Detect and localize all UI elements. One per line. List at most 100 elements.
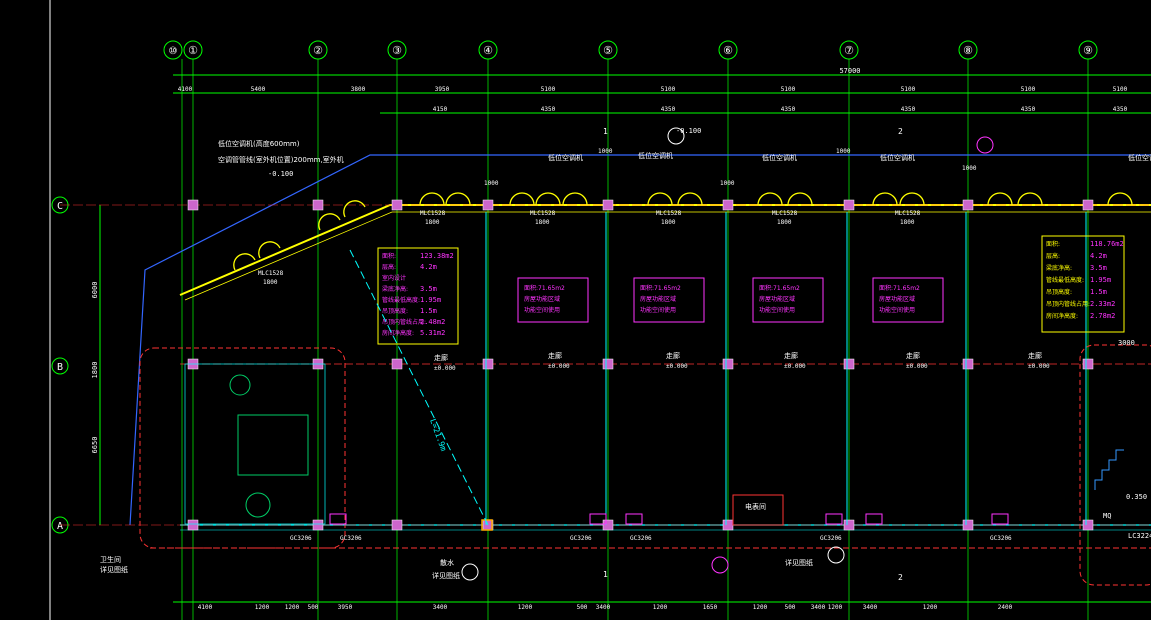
door-swing-3 [535,192,561,206]
door-swing-9 [872,192,898,206]
bottom-dim-10: 1650 [703,604,718,611]
room-info-right: 面积:118.76m2层高:4.2m梁底净高:3.5m管线最低高度:1.95m吊… [1041,235,1125,333]
diag-door-swing-1 [258,241,281,259]
hvac-label-4: 低位空调机 [1128,153,1151,162]
fixture-2 [245,492,271,518]
dim-left-3: 6650 [91,437,99,454]
column-3-0 [482,199,494,211]
window-label-4: MLC1528 [895,210,921,217]
door-label-5: GC3206 [990,535,1012,542]
corridor-label-1: 走廊 [548,351,562,360]
axis-label-4: ④ [483,44,493,57]
elec-room-label: 电表间 [745,502,766,511]
info-right-label-1: 层高: [1046,252,1060,260]
toilet-fixtures [184,363,326,525]
bottom-dim-2: 1200 [285,604,300,611]
axis-label-1: ① [188,44,198,57]
tag-box-1 [633,277,705,323]
dim-left-2: 1800 [91,362,99,379]
column-1-0 [312,199,324,211]
hvac-label-1: 低位空调机 [638,151,673,160]
axis-label-3: ③ [392,44,402,57]
b-level-label: 0.350 [1126,493,1147,501]
column-0-2 [187,519,199,531]
window-h-label-5: 1800 [263,279,278,286]
window-label-1: MLC1528 [530,210,556,217]
column-5-1 [722,358,734,370]
window-h-label-1: 1800 [535,219,550,226]
sub-dim-6: 4350 [1113,106,1128,113]
window-label-5: MLC1528 [258,270,284,277]
column-7-2 [962,519,974,531]
bottom-dim-6: 1200 [518,604,533,611]
hvac-label-0: 低位空调机 [548,153,583,162]
info-right-label-3: 管线最低高度: [1046,276,1084,284]
info-right-value-0: 118.76m2 [1090,240,1124,248]
dim-left-1: 6000 [91,282,99,299]
diagonal-dim-line [349,249,489,526]
bottom-dim-16: 1200 [923,604,938,611]
tag-box-0 [517,277,589,323]
top-dim-4: 5100 [541,86,556,93]
sub-dim-4: 4350 [901,106,916,113]
info-left-value-0: 123.38m2 [420,252,454,260]
detail-label-2: 详见图纸 [785,558,813,567]
info-right-value-4: 1.5m [1090,288,1107,296]
bottom-dim-3: 500 [308,604,319,611]
bottom-dim-17: 2400 [998,604,1013,611]
top-dim-3: 3950 [435,86,450,93]
corridor-label-2: 走廊 [666,351,680,360]
window-label-3: MLC1528 [772,210,798,217]
column-5-2 [722,519,734,531]
info-left-label-3: 梁底净高: [382,285,408,293]
column-7-1 [962,358,974,370]
door-label-3: GC3206 [630,535,652,542]
annotation-labels: 低位空调机(高度600mm) 空调管管线(室外机位置)200mm,室外机 -0.… [100,127,1151,582]
level-label-top: -0.100 [268,170,293,178]
axis-label-8: ⑧ [963,44,973,57]
section-bubble-left [711,556,729,574]
info-right-label-5: 吊顶内管线占用: [1046,300,1090,308]
top-dim-8: 5100 [1021,86,1036,93]
bottom-dim-13: 3400 [811,604,826,611]
tag-1-line-0: 面积:71.65m2 [640,284,681,292]
top-dim-5: 5100 [661,86,676,93]
sub-dim-1: 4350 [541,106,556,113]
cut-label-2: 2 [898,127,903,136]
bottom-dim-5: 3400 [433,604,448,611]
section-bubble-right [827,546,845,564]
door-box-0 [329,513,347,525]
toilet-label: 卫生间 [100,555,121,564]
top-dim-1: 5400 [251,86,266,93]
axis-label-first: ⑩ [169,46,178,57]
room-tags: 面积:71.65m2房屋功能区域功能空间使用面积:71.65m2房屋功能区域功能… [290,277,1012,542]
info-left-label-1: 层高: [382,263,396,271]
hvac-label-2: 低位空调机 [762,153,797,162]
level-label-right: -0.100 [676,127,701,135]
bottom-dim-11: 1200 [753,604,768,611]
lc-label: LC3224 [1128,532,1151,540]
tag-box-3 [872,277,944,323]
door-box-2 [625,513,643,525]
axis-bubble-first [163,40,183,60]
column-2-0 [391,199,403,211]
section-bubble-cut [667,127,685,145]
column-5-0 [722,199,734,211]
column-highlight [481,519,493,531]
column-3-1 [482,358,494,370]
window-h-label-0: 1800 [425,219,440,226]
room-info-left: 面积:123.38m2层高:4.2m室内设计梁底净高:3.5m管线最低高度:1.… [377,247,459,345]
outer-wall-blue [129,154,1151,526]
cut-label-1: 1 [603,127,608,136]
corridor-level-0: ±0.000 [434,365,456,372]
axis-label-B: B [57,362,63,373]
bottom-dim-12: 500 [785,604,796,611]
window-dim-3: 1000 [484,180,499,187]
sub-dim-0: 4150 [433,106,448,113]
door-label-1: GC3206 [340,535,362,542]
top-dim-2: 3800 [351,86,366,93]
section-markers [461,127,994,581]
